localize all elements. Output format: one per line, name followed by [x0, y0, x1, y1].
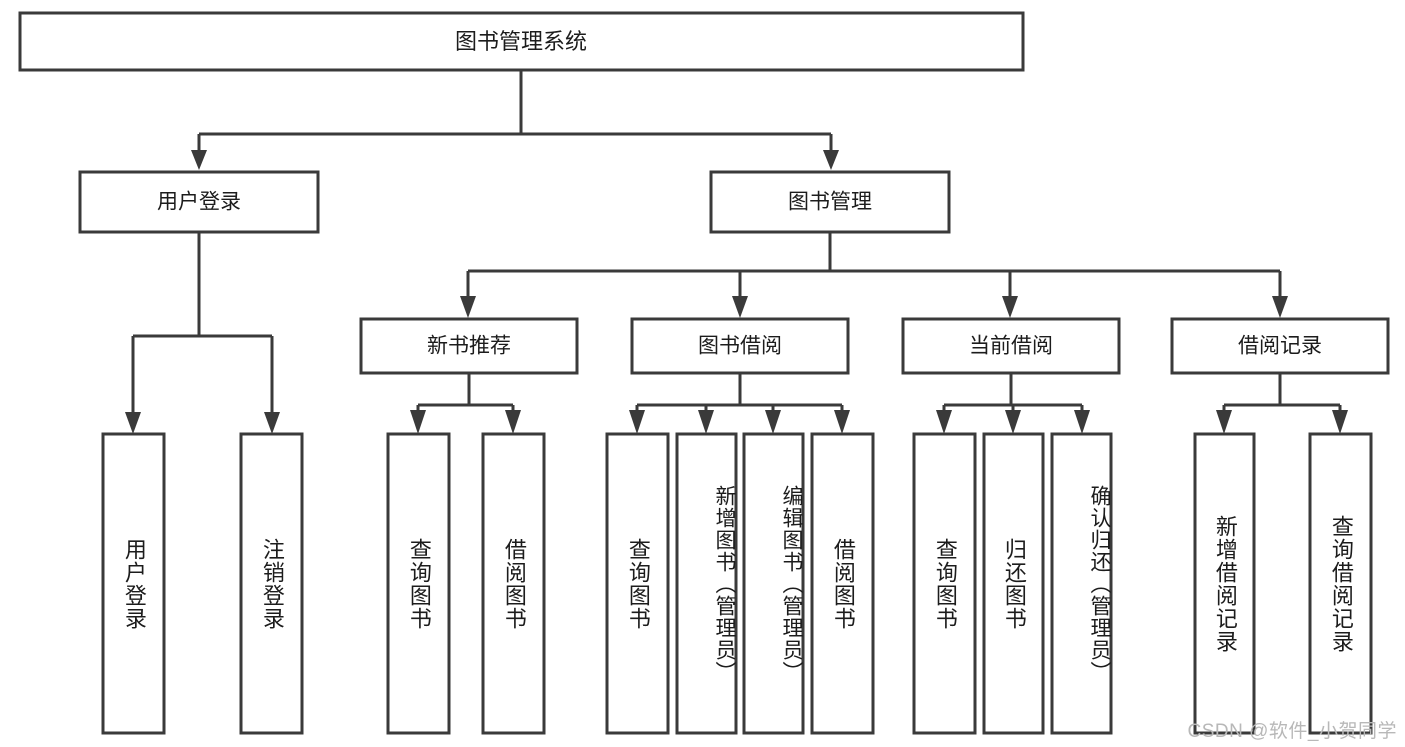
node-borrow-record: 借阅记录 [1170, 317, 1390, 375]
arrow-user-login-leaf-2 [264, 412, 280, 434]
book-manage-label: 图书管理 [788, 191, 872, 214]
arrow-book-borrow-leaf-3 [765, 410, 781, 434]
leaf-box-borrow-record-1 [1193, 432, 1256, 735]
node-new-book-recommend: 新书推荐 [359, 317, 579, 375]
arrow-current-borrow-leaf-2 [1005, 410, 1021, 434]
new-book-recommend-box [359, 317, 579, 375]
connector-book-borrow-to-leaves [629, 373, 850, 434]
leaf-box-book-borrow-1 [605, 432, 670, 735]
connector-root-to-level2 [191, 70, 839, 170]
root-label: 图书管理系统 [455, 29, 587, 54]
current-borrow-box [901, 317, 1121, 375]
arrow-to-borrow-record [1272, 296, 1288, 318]
arrow-new-book-leaf-1 [410, 410, 426, 434]
arrow-book-borrow-leaf-1 [629, 410, 645, 434]
node-user-login: 用户登录 [78, 170, 320, 234]
arrow-current-borrow-leaf-1 [936, 410, 952, 434]
arrow-borrow-record-leaf-1 [1216, 410, 1232, 434]
leaf-box-current-borrow-1 [912, 432, 977, 735]
book-borrow-label: 图书借阅 [698, 335, 782, 358]
arrow-user-login-leaf-1 [125, 412, 141, 434]
leaf-box-new-book-1 [386, 432, 451, 735]
new-book-recommend-label: 新书推荐 [427, 335, 511, 358]
user-login-box [78, 170, 320, 234]
leaf-box-book-borrow-4 [810, 432, 875, 735]
current-borrow-label: 当前借阅 [969, 335, 1053, 358]
arrow-new-book-leaf-2 [505, 410, 521, 434]
arrow-book-borrow-leaf-4 [834, 410, 850, 434]
leaf-box-book-borrow-3 [742, 432, 805, 735]
connector-new-book-to-leaves [410, 373, 521, 434]
arrow-to-book-borrow [732, 296, 748, 318]
leaf-box-user-login-1 [101, 432, 166, 735]
node-book-manage: 图书管理 [709, 170, 951, 234]
leaf-box-current-borrow-3 [1050, 432, 1113, 735]
leaf-box-borrow-record-2 [1308, 432, 1373, 735]
node-current-borrow: 当前借阅 [901, 317, 1121, 375]
connector-book-manage-to-level3 [460, 232, 1288, 318]
arrow-borrow-record-leaf-2 [1332, 410, 1348, 434]
leaf-box-current-borrow-2 [982, 432, 1045, 735]
connector-current-borrow-to-leaves [936, 373, 1090, 434]
arrow-to-new-book [460, 296, 476, 318]
leaf-box-book-borrow-2 [675, 432, 738, 735]
csdn-watermark: CSDN @软件_小贺同学 [1187, 721, 1397, 742]
arrow-current-borrow-leaf-3 [1074, 410, 1090, 434]
arrow-to-user-login [191, 150, 207, 170]
node-root: 图书管理系统 [18, 11, 1025, 72]
connector-borrow-record-to-leaves [1216, 373, 1348, 434]
arrow-book-borrow-leaf-2 [698, 410, 714, 434]
node-book-borrow: 图书借阅 [630, 317, 850, 375]
user-login-label: 用户登录 [157, 191, 241, 214]
borrow-record-label: 借阅记录 [1238, 335, 1322, 358]
leaf-box-user-login-2 [239, 432, 304, 735]
leaf-box-new-book-2 [481, 432, 546, 735]
connector-user-login-to-leaves [125, 232, 280, 434]
arrow-to-current-borrow [1002, 296, 1018, 318]
arrow-to-book-manage [823, 150, 839, 170]
root-box [18, 11, 1025, 72]
